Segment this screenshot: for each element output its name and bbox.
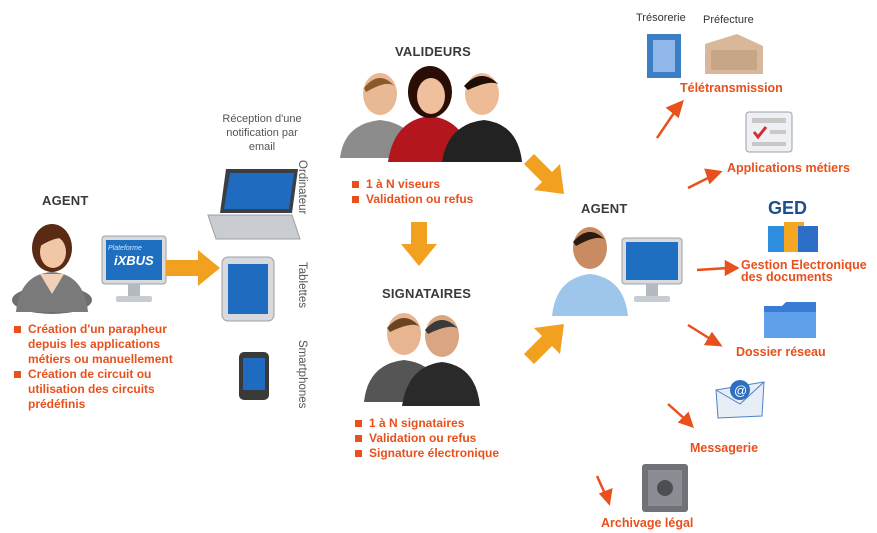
dossier-label: Dossier réseau	[736, 345, 826, 359]
email-icon: @	[715, 380, 765, 419]
signataires-title: SIGNATAIRES	[382, 286, 472, 301]
right-agent-illustration	[552, 227, 683, 316]
tresorerie-label: Trésorerie	[636, 12, 686, 24]
device-label-ordinateur: Ordinateur	[296, 160, 308, 215]
left-screen-brand: iXBUS	[114, 253, 154, 268]
svg-text:@: @	[734, 383, 747, 398]
device-label-tablettes: Tablettes	[296, 262, 308, 309]
signataires-bullets: 1 à N signataires Validation ou refus Si…	[355, 416, 499, 461]
folders-icon	[768, 222, 818, 252]
teletransmission-label: Télétransmission	[680, 81, 783, 95]
signataires-group-icon	[364, 313, 480, 406]
ged-label-2: des documents	[741, 270, 833, 284]
valideurs-bullets: 1 à N viseurs Validation ou refus	[352, 177, 473, 207]
arrow-signataires-to-agent	[524, 324, 564, 364]
ged-logo: GED	[768, 198, 808, 218]
applications-icon	[745, 111, 793, 153]
left-agent-bullet: Création d'un parapheur depuis les appli…	[14, 322, 204, 367]
valideurs-bullet: Validation ou refus	[352, 192, 473, 207]
arrow-valideurs-to-signataires	[401, 222, 437, 266]
applications-label: Applications métiers	[727, 161, 850, 175]
laptop-icon	[207, 169, 301, 240]
archivage-label: Archivage légal	[601, 516, 694, 530]
device-label-smartphones: Smartphones	[296, 340, 308, 409]
messagerie-label: Messagerie	[690, 441, 759, 455]
right-agent-title: AGENT	[581, 201, 628, 216]
valideurs-title: VALIDEURS	[395, 44, 471, 59]
smartphone-icon	[239, 352, 269, 400]
left-agent-title: AGENT	[42, 193, 89, 208]
safe-icon	[642, 464, 688, 512]
network-folder-icon	[764, 302, 816, 338]
woman-face-icon	[40, 236, 66, 268]
left-agent-bullets: Création d'un parapheur depuis les appli…	[14, 322, 204, 412]
valideurs-group-icon	[340, 66, 522, 162]
notification-text: Réception d'une notification par email	[222, 113, 302, 153]
signataires-bullet: Validation ou refus	[355, 431, 499, 446]
ged-label-1: Gestion Electronique	[741, 258, 867, 272]
signataires-bullet: Signature électronique	[355, 446, 499, 461]
signataires-bullet: 1 à N signataires	[355, 416, 499, 431]
arrow-valideurs-to-agent	[524, 154, 564, 194]
tablet-icon	[221, 256, 275, 322]
valideurs-bullet: 1 à N viseurs	[352, 177, 473, 192]
buildings-icon	[647, 34, 763, 78]
left-agent-bullet: Création de circuit ou utilisation des c…	[14, 367, 204, 412]
prefecture-label: Préfecture	[703, 14, 754, 26]
left-screen-brand-top: Plateforme	[108, 245, 142, 252]
arrow-agent-to-devices	[166, 250, 220, 286]
